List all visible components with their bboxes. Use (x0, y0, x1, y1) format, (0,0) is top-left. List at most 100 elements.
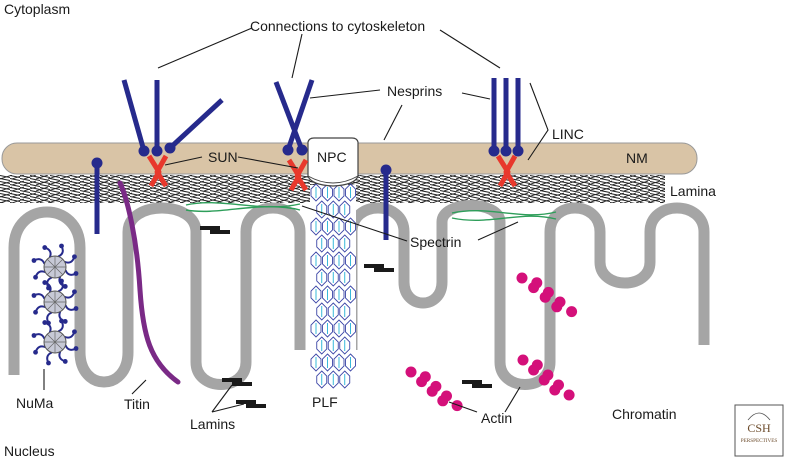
lamin-segment (374, 268, 394, 272)
actin-chains (405, 272, 578, 412)
plf-label: PLF (312, 394, 338, 410)
lamin-segment (246, 404, 266, 408)
plf-cell (327, 200, 339, 219)
nesprin-rod (168, 98, 224, 150)
actin-monomer (528, 364, 540, 376)
lamin-dimer (222, 378, 252, 386)
lamin-dimer (364, 264, 394, 272)
actin-monomer (539, 291, 551, 303)
connections-label: Connections to cytoskeleton (250, 18, 425, 34)
plf-cell (345, 217, 356, 236)
numa-arm-tip (33, 349, 38, 355)
plf-cell (316, 336, 328, 355)
plf-cell (316, 268, 328, 287)
numa-core-spoke (46, 293, 64, 311)
plf-cell (310, 251, 322, 270)
numa-core-spoke (46, 333, 64, 351)
plf-cell (322, 251, 333, 270)
titin-filament (117, 180, 181, 385)
plf-cell (327, 370, 339, 389)
plf-cell (322, 353, 333, 372)
numa-arm-tip (42, 280, 48, 285)
actin-monomer (405, 366, 417, 378)
lamin-dimer (462, 380, 492, 388)
numa-arm-tip (62, 319, 68, 324)
numa-arm-tip (59, 318, 64, 324)
cytoplasm-label: Cytoplasm (4, 1, 70, 17)
chromatin-fiber (8, 200, 710, 390)
nesprin-head (500, 145, 512, 157)
numa-arm-tip (42, 320, 48, 325)
numa-arm-tip (46, 360, 51, 366)
numa-arm-tip (73, 306, 79, 311)
plf-cell (310, 183, 322, 202)
actin-monomer (426, 385, 438, 397)
numa-arm-tip (72, 254, 77, 260)
labels: Cytoplasm Connections to cytoskeleton Ne… (4, 1, 716, 459)
plf-cell (339, 200, 351, 219)
numa-arm-tip (31, 258, 37, 263)
numa-complex (31, 243, 79, 366)
sun-protein (286, 158, 309, 192)
nesprin-head (138, 145, 150, 157)
nesprin-rod (285, 79, 315, 151)
numa-arm-tip (72, 329, 77, 335)
plf-cell (310, 319, 322, 338)
leader-lines (43, 27, 549, 413)
lamin-segment (200, 226, 220, 230)
plf-cell (316, 370, 328, 389)
actin-monomer (416, 376, 428, 388)
nesprin-head (512, 145, 524, 157)
actin-monomer (566, 306, 578, 318)
plf-cell (316, 302, 328, 321)
lamin-segment (472, 384, 492, 388)
numa-arm-tip (73, 346, 79, 351)
chromatin-label: Chromatin (612, 406, 677, 422)
numa-arm-tip (42, 245, 48, 250)
numa-arm-tip (33, 274, 38, 280)
spectrin-label: Spectrin (410, 234, 461, 250)
plf-cell (345, 285, 356, 304)
plf-cell (327, 302, 339, 321)
actin-monomer (437, 395, 449, 407)
plf-cell (345, 319, 356, 338)
nesprin-head (282, 144, 294, 156)
plf-cell (333, 319, 345, 338)
numa-arm-tip (62, 284, 68, 289)
plf-cell (345, 353, 356, 372)
nm-label: NM (626, 150, 648, 166)
numa-arm-tip (59, 243, 64, 249)
actin-label: Actin (481, 410, 512, 426)
plf-cell (310, 285, 322, 304)
plf-cell (333, 353, 345, 372)
actin-monomer (563, 389, 575, 401)
plf-cell (322, 319, 333, 338)
plf-cell (327, 336, 339, 355)
actin-monomer (516, 272, 528, 284)
actin-monomer (528, 282, 540, 294)
numa-core-spoke (46, 258, 64, 276)
plf-cell (322, 285, 333, 304)
sun-strand (503, 154, 518, 188)
plf-cell (339, 302, 351, 321)
linc-label: LINC (552, 126, 584, 142)
numa-arm-tip (73, 271, 79, 276)
plf-cell (339, 336, 351, 355)
actin-monomer (551, 301, 563, 313)
nesprin-rod (121, 79, 147, 152)
lamin-dimer (236, 400, 266, 408)
numa-arm-tip (59, 278, 64, 284)
nesprins-label: Nesprins (387, 83, 442, 99)
numa-node (31, 318, 79, 366)
plf-cell (327, 234, 339, 253)
actin-filament (517, 354, 575, 401)
csh-perspectives-logo: CSH PERSPECTIVES (734, 404, 784, 457)
plf-cell (333, 183, 345, 202)
plf-cell (310, 217, 322, 236)
actin-monomer (538, 374, 550, 386)
actin-monomer (517, 354, 529, 366)
plf-cell (345, 183, 356, 202)
plf-cell (316, 234, 328, 253)
inner-nesprin-head (380, 164, 392, 176)
